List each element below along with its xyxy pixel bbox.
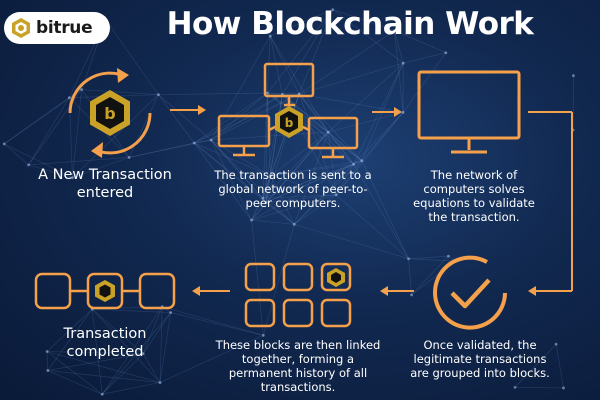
step-caption-grouped-into-blocks: Once validated, the legitimate transacti… <box>410 338 550 380</box>
arrow-right-icon <box>372 107 402 117</box>
step-caption-sent-to-network: The transaction is sent to a global netw… <box>214 168 372 210</box>
monitor-icon <box>417 70 521 154</box>
arrow-left-icon <box>380 286 414 296</box>
arrow-left-icon <box>192 286 230 296</box>
brand-name: bitrue <box>36 18 93 38</box>
step-caption-transaction-completed: Transaction completed <box>63 326 147 360</box>
step-caption-new-transaction: A New Transaction entered <box>38 167 172 201</box>
step-caption-blocks-linked: These blocks are then linked together, f… <box>215 338 381 394</box>
bitrue-logo-icon <box>12 18 30 38</box>
arrow-connector <box>528 111 573 296</box>
block-grid-icon <box>244 262 352 328</box>
svg-text:b: b <box>104 104 115 123</box>
checkmark-circle-icon <box>433 255 507 330</box>
page-title: How Blockchain Work <box>166 6 534 42</box>
block-chain-icon <box>34 272 176 310</box>
arrow-right-icon <box>170 105 206 115</box>
refresh-cycle-icon: b <box>68 68 152 158</box>
step-caption-network-solves: The network of computers solves equation… <box>413 168 535 224</box>
bitrue-logo: bitrue <box>4 12 110 44</box>
svg-text:b: b <box>285 116 294 130</box>
computer-network-icon: b <box>217 62 359 159</box>
